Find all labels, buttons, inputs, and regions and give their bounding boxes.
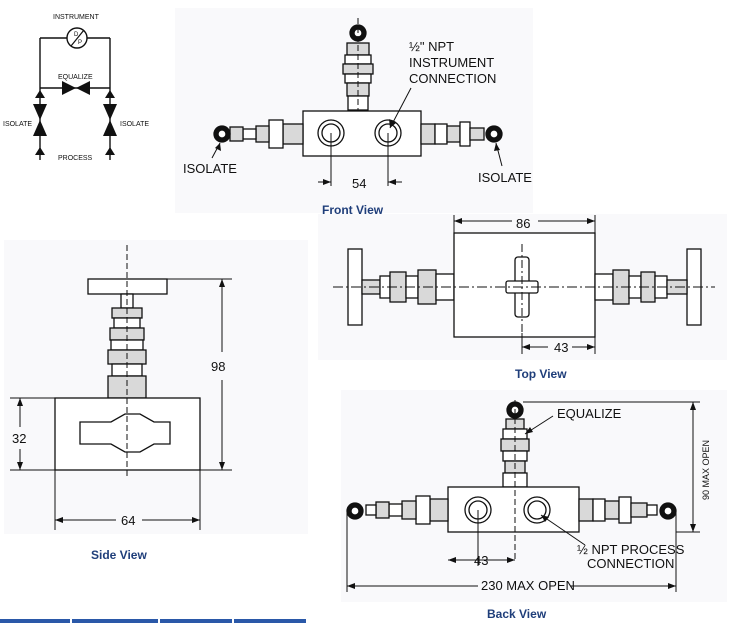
front-view-isolate-right: ISOLATE — [478, 170, 532, 185]
side-view-dim-98: 98 — [211, 359, 225, 374]
schematic-instrument-label: INSTRUMENT — [53, 14, 100, 21]
side-view-caption: Side View — [91, 548, 147, 562]
back-view-caption: Back View — [487, 607, 547, 621]
front-view-npt-line1: ½" NPT — [409, 39, 454, 54]
front-view-dim-54: 54 — [352, 176, 366, 191]
top-view-caption: Top View — [515, 367, 567, 381]
back-view-equalize-label: EQUALIZE — [557, 406, 622, 421]
schematic-isolate-left-label: ISOLATE — [3, 121, 32, 128]
side-view-dim-32: 32 — [12, 431, 26, 446]
schematic-isolate-right-label: ISOLATE — [120, 121, 149, 128]
schematic-dp-d: D — [74, 32, 79, 38]
back-view-npt-line2: CONNECTION — [587, 556, 674, 571]
side-view-dim-64: 64 — [121, 513, 135, 528]
equalize-valve-icon — [62, 81, 90, 95]
back-view-dim-43: 43 — [474, 553, 488, 568]
isolate-valve-right-icon — [103, 104, 117, 136]
front-view-npt-line3: CONNECTION — [409, 71, 496, 86]
top-view-dim-86: 86 — [516, 216, 530, 231]
bottom-color-strip — [0, 619, 306, 623]
schematic-dp-p: P — [78, 40, 82, 46]
top-view-dim-43: 43 — [554, 340, 568, 355]
back-view-dim-90: 90 MAX OPEN — [701, 440, 711, 500]
front-view-npt-line2: INSTRUMENT — [409, 55, 494, 70]
front-view-isolate-left: ISOLATE — [183, 161, 237, 176]
front-view-caption: Front View — [322, 203, 384, 217]
schematic-equalize-label: EQUALIZE — [58, 74, 93, 81]
back-view-npt-line1: ½ NPT PROCESS — [577, 542, 685, 557]
schematic-process-label: PROCESS — [58, 155, 93, 162]
isolate-valve-left-icon — [33, 104, 47, 136]
back-view-dim-230: 230 MAX OPEN — [481, 578, 575, 593]
